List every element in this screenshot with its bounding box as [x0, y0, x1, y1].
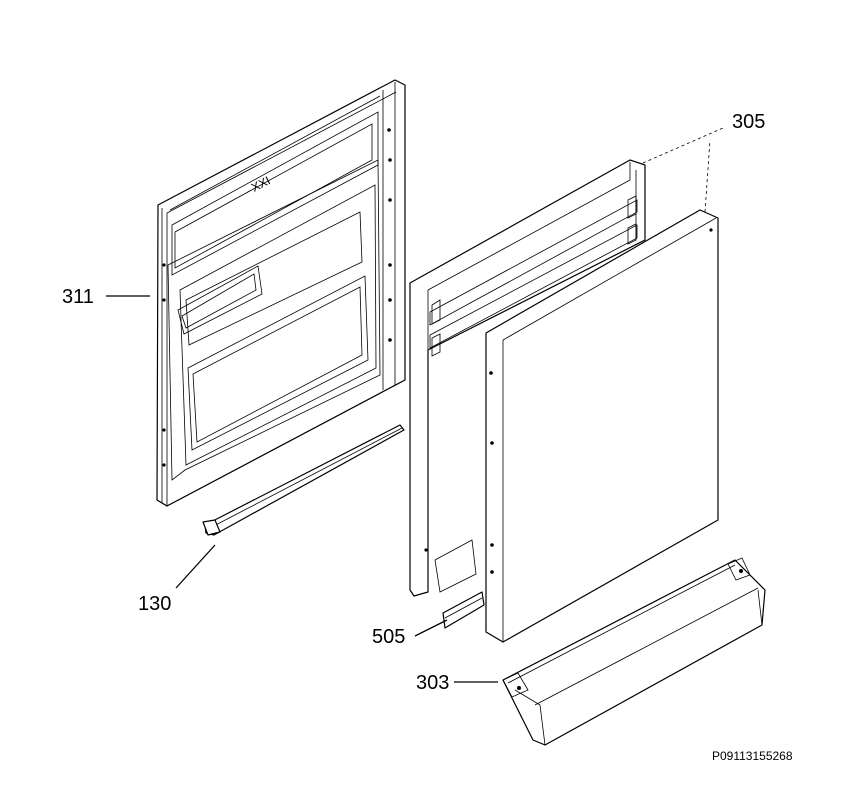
label-311: 311: [62, 286, 94, 308]
inner-door-part: XXI: [156, 79, 406, 507]
decor-panel-part: [485, 209, 719, 643]
label-130: 130: [138, 593, 171, 615]
label-305: 305: [732, 111, 765, 133]
bracket-part: [442, 591, 485, 629]
leader-lines: [106, 127, 724, 683]
seal-strip-part: [202, 424, 405, 536]
handle-plinth-part: [502, 557, 766, 746]
label-303: 303: [416, 672, 449, 694]
panel-frame-part: [409, 159, 646, 597]
label-505: 505: [372, 626, 405, 648]
drawing-code: P09113155268: [712, 749, 793, 763]
